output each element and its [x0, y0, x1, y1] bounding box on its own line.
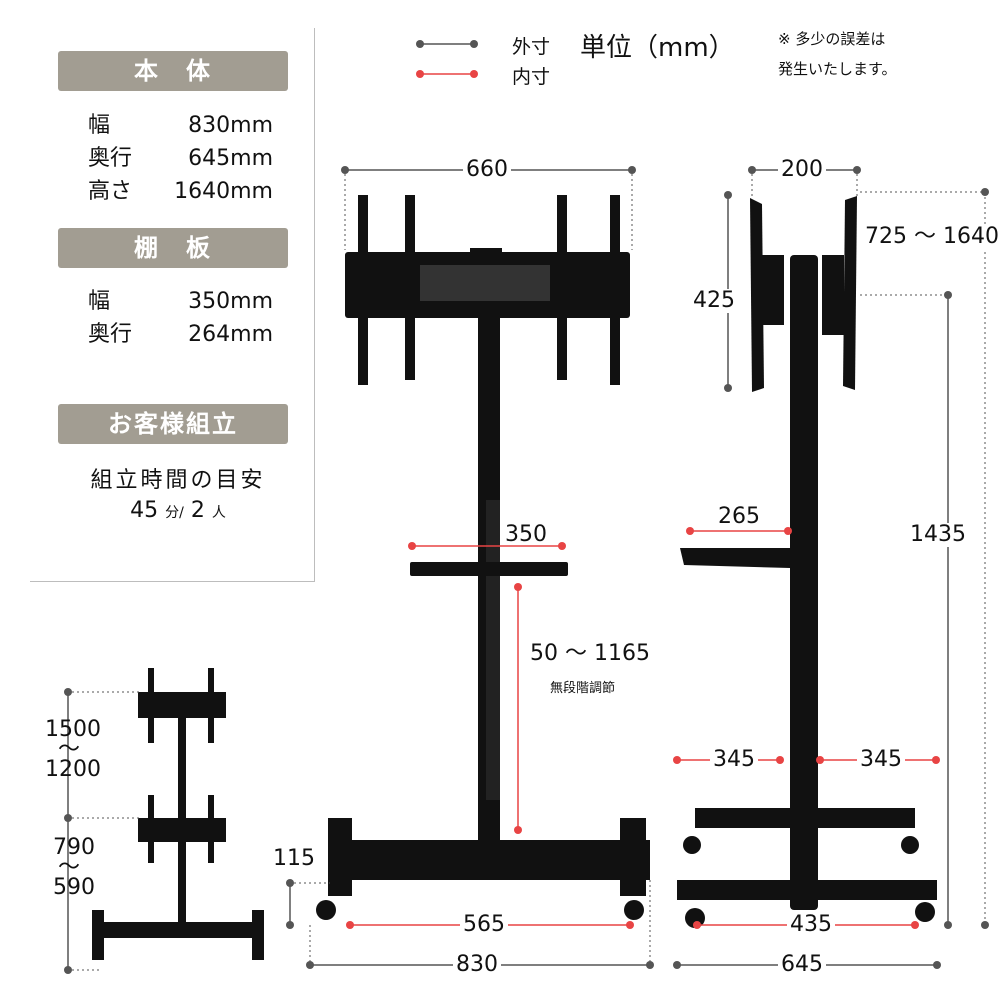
label-tilde-2: 〜 [58, 855, 81, 880]
spec-key: 幅 [88, 113, 111, 138]
spec-panel [30, 28, 315, 582]
front-stand-illustration [316, 195, 650, 920]
slash: / [179, 505, 184, 521]
tolerance-note-1: ※ 多少の誤差は [778, 30, 886, 48]
front-dim-115 [286, 879, 330, 929]
shelf-row-width: 幅 350mm [88, 287, 273, 317]
label-645: 645 [778, 953, 826, 977]
body-row-depth: 奥行 645mm [88, 144, 273, 174]
label-435: 435 [787, 913, 835, 937]
label-345-right: 345 [857, 748, 905, 772]
spec-value: 830mm [188, 113, 273, 138]
spec-value: 264mm [188, 322, 273, 347]
spec-value: 1640mm [174, 179, 273, 204]
label-tilde-1: 〜 [58, 737, 81, 762]
unit-label: 単位（mm） [580, 33, 735, 63]
label-265: 265 [718, 504, 760, 529]
label-425: 425 [690, 289, 738, 313]
shelf-row-depth: 奥行 264mm [88, 320, 273, 350]
dual-dim [64, 688, 140, 974]
people-unit: 人 [211, 505, 226, 521]
front-dim-350 [408, 542, 566, 550]
body-row-width: 幅 830mm [88, 111, 273, 141]
assembly-minutes: 45 [130, 498, 159, 523]
minutes-unit: 分 [165, 505, 180, 521]
label-1435: 1435 [907, 523, 969, 547]
label-350: 350 [505, 522, 547, 547]
legend-inner-label: 内寸 [512, 66, 551, 88]
label-790: 790 [53, 835, 95, 860]
label-345-left: 345 [710, 748, 758, 772]
legend-inner-line [416, 70, 478, 78]
side-stand-illustration [677, 196, 937, 928]
spec-value: 645mm [188, 146, 273, 171]
body-header: 本 体 [58, 51, 288, 91]
label-shelf-range: 50 〜 1165 [527, 642, 653, 666]
side-dim-265 [686, 527, 792, 535]
spec-key: 幅 [88, 289, 111, 314]
side-dim-1435 [944, 192, 989, 929]
label-660: 660 [463, 158, 511, 182]
label-830: 830 [453, 953, 501, 977]
front-dim-shelf-range [514, 583, 522, 834]
label-1500: 1500 [45, 717, 101, 742]
label-shelf-note: 無段階調節 [550, 681, 616, 696]
label-1200: 1200 [45, 757, 101, 782]
spec-key: 奥行 [88, 146, 133, 171]
tolerance-note-2: 発生いたします。 [778, 60, 897, 78]
shelf-header: 棚 板 [58, 228, 288, 268]
label-115: 115 [270, 847, 318, 871]
label-590: 590 [53, 875, 95, 900]
legend-outer-line [416, 40, 478, 48]
assembly-time-value: 45 分/ 2 人 [78, 498, 278, 523]
assembly-people: 2 [190, 498, 205, 523]
label-height-range: 725 〜 1640 [862, 225, 1000, 249]
dual-mount-illustration [92, 668, 264, 960]
spec-value: 350mm [188, 289, 273, 314]
spec-key: 奥行 [88, 322, 133, 347]
spec-key: 高さ [88, 179, 133, 204]
assembly-time-label: 組立時間の目安 [90, 468, 266, 493]
legend-outer-label: 外寸 [512, 36, 551, 58]
label-565: 565 [460, 913, 508, 937]
assembly-header: お客様組立 [58, 404, 288, 444]
label-200: 200 [778, 158, 826, 182]
body-row-height: 高さ 1640mm [88, 177, 273, 207]
